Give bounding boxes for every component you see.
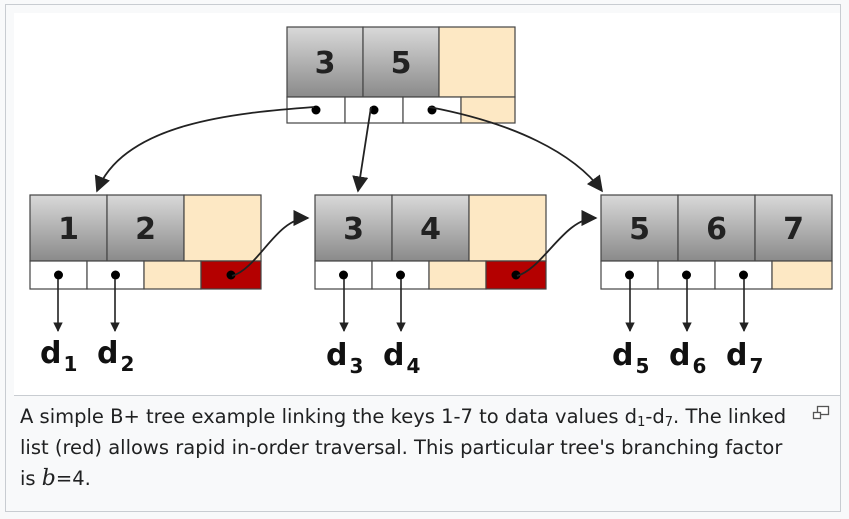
empty-key-slot [468,194,547,262]
pointer-dot [54,270,63,280]
key-label: 5 [391,46,412,81]
key-label: 1 [58,212,79,247]
caption-text-1: A simple B+ tree example linking the key… [20,405,638,428]
key-label: 2 [135,212,156,247]
caption-subscript-2: 7 [664,415,674,430]
magnify-clip-icon[interactable] [811,405,831,421]
key-cell [754,194,833,262]
pointer-dot [111,270,120,280]
caption-text-3: . The linked list (red) allows rapid in-… [20,405,787,490]
pointer-dot [682,270,691,280]
pointer-dot [739,270,748,280]
leaf-link-arrow-2 [516,209,598,277]
leaf-node-3: 5 6 7 [600,194,833,290]
empty-pointer-slot [428,260,487,290]
empty-pointer-slot [771,260,833,290]
leaf-link-arrow-1 [231,209,310,277]
key-cell [286,26,364,98]
key-cell [314,194,393,262]
caption-subscript-1: 1 [637,415,646,430]
figure-caption: A simple B+ tree example linking the key… [20,401,800,494]
pointer-dot [625,270,634,280]
caption-text-2: -d [645,405,665,428]
root-child-arrow-2 [352,106,372,193]
key-label: 7 [783,212,804,247]
root-child-arrow-1 [94,106,315,193]
key-label: 6 [706,212,727,247]
pointer-dot [511,270,521,280]
key-cell [677,194,756,262]
pointer-cell [402,96,462,124]
key-label: 5 [629,212,650,247]
key-cell [391,194,470,262]
empty-key-slot [438,26,516,98]
key-cell [29,194,108,262]
key-cell [362,26,440,98]
caption-text-4: =4. [55,467,91,490]
pointer-dot [226,270,236,280]
empty-key-slot [183,194,262,262]
data-pointer-arrows [53,279,749,332]
root-child-arrow-3 [428,106,603,193]
key-label: 3 [343,212,364,247]
empty-pointer-slot [460,96,516,124]
key-cell [106,194,185,262]
branching-factor-variable: b [41,466,56,491]
pointer-dot [339,270,348,280]
key-label: 3 [315,46,336,81]
empty-pointer-slot [143,260,202,290]
pointer-dot [396,270,405,280]
key-label: 4 [420,212,441,247]
